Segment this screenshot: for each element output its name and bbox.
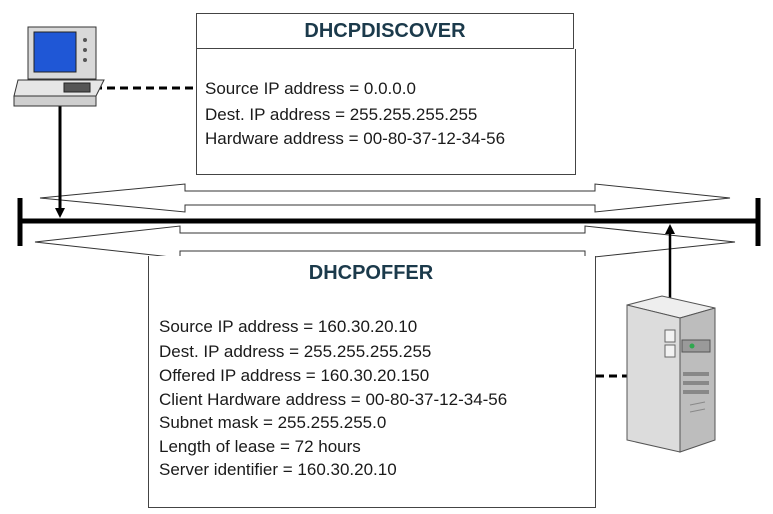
offer-offered-ip: Offered IP address = 160.30.20.150 — [159, 366, 430, 385]
offer-title: DHCPOFFER — [308, 262, 434, 284]
tower-server-icon — [626, 295, 716, 453]
offer-source-ip: Source IP address = 160.30.20.10 — [159, 317, 418, 336]
discover-arrow — [39, 183, 731, 213]
discover-title: DHCPDISCOVER — [196, 13, 574, 49]
client-drop-arrowhead — [55, 208, 65, 218]
offer-title-area — [148, 256, 596, 292]
offer-subnet-mask: Subnet mask = 255.255.255.0 — [159, 413, 387, 432]
offer-server-identifier: Server identifier = 160.30.20.10 — [159, 460, 397, 479]
offer-dest-ip: Dest. IP address = 255.255.255.255 — [159, 342, 432, 361]
discover-details-box: Source IP address = 0.0.0.0 Dest. IP add… — [196, 49, 576, 175]
discover-source-ip: Source IP address = 0.0.0.0 — [205, 79, 416, 98]
offer-client-hardware-address: Client Hardware address = 00-80-37-12-34… — [159, 390, 508, 409]
offer-lease-length: Length of lease = 72 hours — [159, 437, 361, 456]
desktop-computer-icon — [13, 26, 105, 107]
offer-details-box: Source IP address = 160.30.20.10 Dest. I… — [148, 292, 596, 508]
offer-arrow — [34, 225, 736, 259]
discover-hardware-address: Hardware address = 00-80-37-12-34-56 — [205, 129, 506, 148]
discover-dest-ip: Dest. IP address = 255.255.255.255 — [205, 105, 478, 124]
server-uplink-arrowhead — [665, 224, 675, 234]
